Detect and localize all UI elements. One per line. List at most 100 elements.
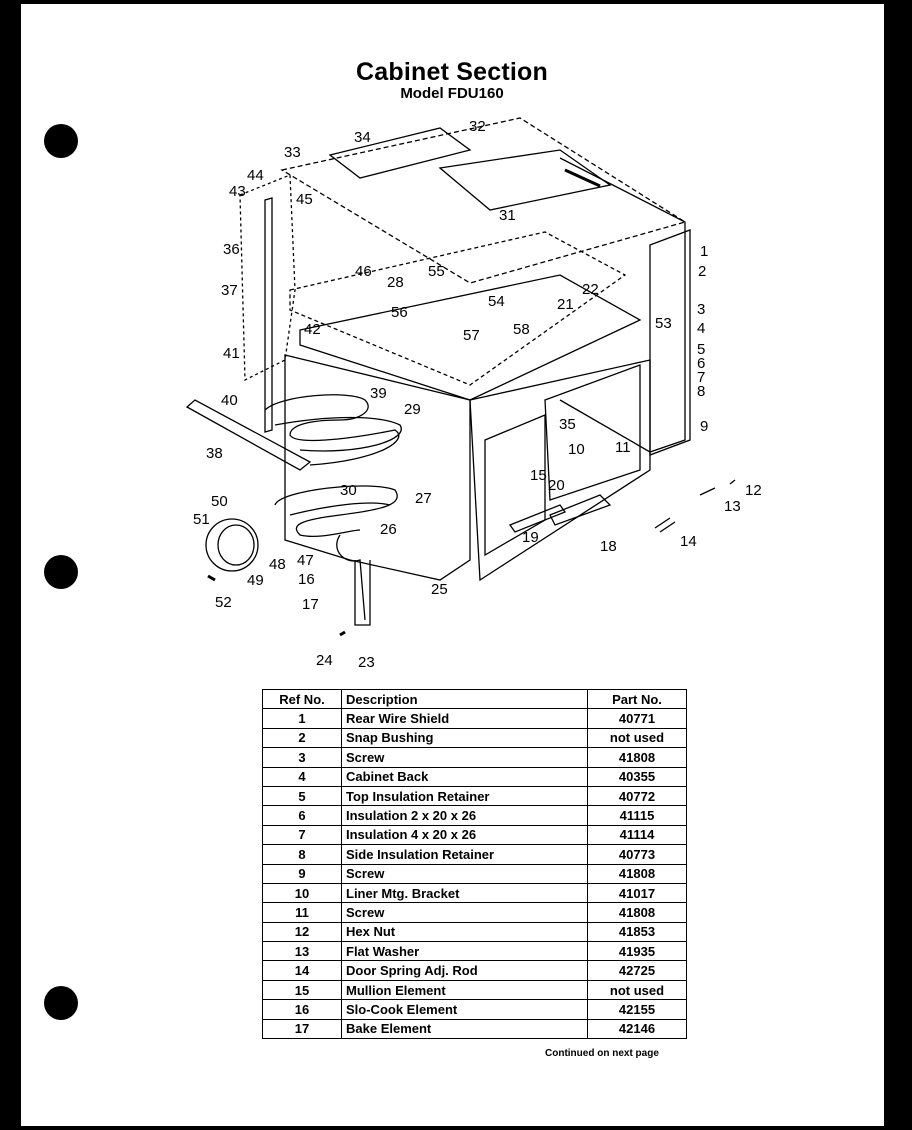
part-no: not used — [587, 979, 687, 1001]
part-no: 40771 — [587, 708, 687, 729]
right-side-panel — [649, 229, 691, 456]
callout-41: 41 — [223, 345, 240, 362]
top-panel — [280, 117, 687, 284]
callout-11: 11 — [615, 439, 631, 456]
ref-no: 17 — [262, 1018, 342, 1040]
callout-12: 12 — [745, 482, 762, 499]
ref-no: 5 — [262, 785, 342, 807]
callout-31: 31 — [499, 207, 516, 224]
callout-25: 25 — [431, 581, 448, 598]
description: Insulation 4 x 20 x 26 — [341, 824, 588, 846]
description: Side Insulation Retainer — [341, 844, 588, 865]
ref-no: 13 — [262, 941, 342, 962]
description: Insulation 2 x 20 x 26 — [341, 805, 588, 826]
part-no: not used — [587, 727, 687, 749]
part-no: 41115 — [587, 805, 687, 826]
callout-28: 28 — [387, 274, 404, 291]
ref-no: 4 — [262, 766, 342, 787]
description: Door Spring Adj. Rod — [341, 960, 588, 981]
callout-5: 5 — [697, 341, 705, 358]
part-no: 41114 — [587, 824, 687, 846]
callout-24: 24 — [316, 652, 333, 669]
ref-no: 3 — [262, 747, 342, 768]
callout-9: 9 — [700, 418, 708, 435]
part-no: 41853 — [587, 921, 687, 943]
cabinet-back — [559, 157, 686, 453]
callout-52: 52 — [215, 594, 232, 611]
callout-17: 17 — [302, 596, 319, 613]
callout-19: 19 — [522, 529, 539, 546]
ref-no: 11 — [262, 902, 342, 923]
part-no: 40772 — [587, 785, 687, 807]
binder-hole-middle — [44, 555, 78, 589]
ref-no: 15 — [262, 979, 342, 1001]
callout-37: 37 — [221, 282, 238, 299]
broil-element — [264, 394, 400, 466]
description: Screw — [341, 902, 588, 923]
callout-15: 15 — [530, 467, 547, 484]
callout-33: 33 — [284, 144, 301, 161]
callout-20: 20 — [548, 477, 565, 494]
header-description: Description — [341, 688, 588, 710]
callout-14: 14 — [680, 533, 697, 550]
callout-42: 42 — [304, 321, 321, 338]
callout-18: 18 — [600, 538, 617, 555]
part-no: 41808 — [587, 863, 687, 884]
callout-58: 58 — [513, 321, 530, 338]
callout-49: 49 — [247, 572, 264, 589]
callout-27: 27 — [415, 490, 432, 507]
ref-no: 16 — [262, 999, 342, 1020]
part-no: 41017 — [587, 882, 687, 904]
description: Flat Washer — [341, 941, 588, 962]
callout-51: 51 — [193, 511, 210, 528]
ref-no: 1 — [262, 708, 342, 729]
part-no: 42725 — [587, 960, 687, 981]
part-no: 40355 — [587, 766, 687, 787]
continued-note: Continued on next page — [545, 1048, 659, 1059]
callout-34: 34 — [354, 129, 371, 146]
callout-39: 39 — [370, 385, 387, 402]
callout-56: 56 — [391, 304, 408, 321]
callout-21: 21 — [557, 296, 574, 313]
binder-hole-bottom — [44, 986, 78, 1020]
callout-53: 53 — [655, 315, 672, 332]
callout-13: 13 — [724, 498, 741, 515]
table-header-row: Ref No. Description Part No. — [262, 688, 687, 710]
description: Screw — [341, 863, 588, 884]
callout-26: 26 — [380, 521, 397, 538]
description: Snap Bushing — [341, 727, 588, 749]
light-ring — [205, 518, 259, 572]
callout-44: 44 — [247, 167, 264, 184]
callout-45: 45 — [296, 191, 313, 208]
callout-50: 50 — [211, 493, 228, 510]
part-no: 41935 — [587, 941, 687, 962]
callout-labels: 1 2 3 4 5 6 7 8 9 10 11 12 13 14 15 16 1… — [193, 118, 762, 671]
callout-40: 40 — [221, 392, 238, 409]
callout-57: 57 — [463, 327, 480, 344]
part-no: 41808 — [587, 902, 687, 923]
callout-46: 46 — [355, 263, 372, 280]
callout-10: 10 — [568, 441, 585, 458]
callout-48: 48 — [269, 556, 286, 573]
callout-4: 4 — [697, 320, 705, 337]
ref-no: 2 — [262, 727, 342, 749]
description: Liner Mtg. Bracket — [341, 882, 588, 904]
callout-43: 43 — [229, 183, 246, 200]
callout-8: 8 — [697, 383, 705, 400]
part-no: 41808 — [587, 747, 687, 768]
exploded-parts-diagram: 1 2 3 4 5 6 7 8 9 10 11 12 13 14 15 16 1… — [185, 117, 762, 671]
callout-36: 36 — [223, 241, 240, 258]
part-no: 42155 — [587, 999, 687, 1020]
callout-3: 3 — [697, 301, 705, 318]
